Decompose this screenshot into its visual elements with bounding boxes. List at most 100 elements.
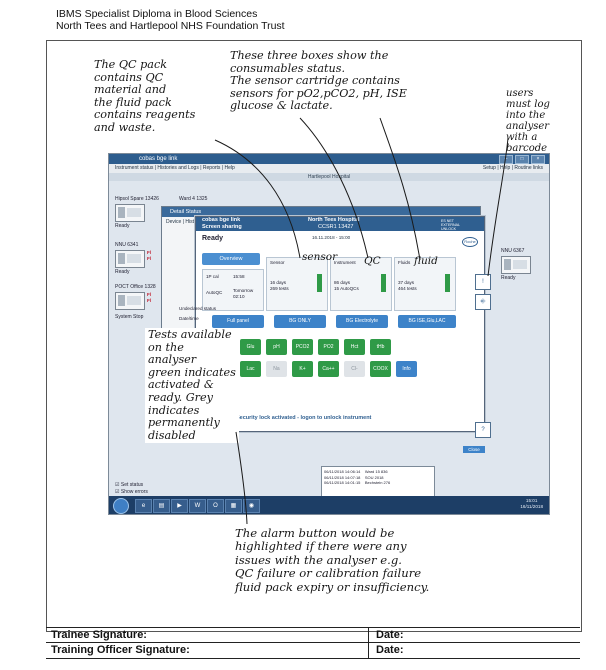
cobas-icon[interactable]: ◉ (243, 499, 260, 513)
trainee-signature-row: Trainee Signature: Date: (46, 627, 580, 643)
test-hct[interactable]: Hct (344, 339, 365, 355)
document-header-line-1: IBMS Specialist Diploma in Blood Science… (56, 8, 258, 20)
date-label-2: Date: (376, 644, 404, 656)
window-controls: – □ × (499, 155, 545, 164)
close-icon[interactable]: × (531, 155, 545, 164)
word-icon[interactable]: W (189, 499, 206, 513)
annotation-fluid-label: fluid (414, 255, 438, 267)
fluid-level-bar (445, 274, 450, 292)
officer-signature-label: Training Officer Signature: (51, 644, 190, 656)
row-divider (368, 643, 369, 658)
test-po2[interactable]: PO2 (318, 339, 339, 355)
instrument-state-5: Ready (501, 275, 516, 281)
document-header-line-2: North Tees and Hartlepool NHS Foundation… (56, 20, 285, 32)
taskbar-clock: 15:01 16/11/2018 (520, 498, 543, 510)
minimize-icon[interactable]: – (499, 155, 513, 164)
alert-label: Fl Fl (147, 250, 152, 261)
qc-level-bar (381, 274, 386, 292)
analyser-icon[interactable] (115, 292, 145, 310)
media-icon[interactable]: ▶ (171, 499, 188, 513)
app-title: cobas bge link (139, 156, 178, 162)
clock-text: 15:01 16/11/2018 (520, 498, 543, 509)
screen-sharing-title: cobas bge link Screen sharing (202, 217, 242, 230)
test-cl[interactable]: Cl- (344, 361, 365, 377)
panel-button-bg-ise[interactable]: BG ISE,Glu,LAC (398, 315, 456, 328)
qc-box-status: 86 days 15 AutoQCs (334, 280, 359, 291)
panel-button-bg-only[interactable]: BG ONLY (274, 315, 326, 328)
instrument-name-5[interactable]: NNU 6367 (501, 248, 525, 254)
test-ca[interactable]: Ca++ (318, 361, 339, 377)
test-k[interactable]: K+ (292, 361, 313, 377)
qc-box[interactable]: Instrument 86 days 15 AutoQCs (330, 257, 392, 311)
instrument-state-1: Ready (115, 223, 130, 229)
officer-signature-row: Training Officer Signature: Date: (46, 642, 580, 659)
cal-value-1: 15:58 (233, 274, 245, 279)
panel-button-full[interactable]: Full panel (212, 315, 264, 328)
sensor-level-bar (317, 274, 322, 292)
analyser-icon[interactable] (115, 204, 145, 222)
ie-icon[interactable]: e (135, 499, 152, 513)
annotation-tests: Tests available on the analyser green in… (145, 328, 239, 444)
test-coox[interactable]: COOX (370, 361, 391, 377)
alarm-button[interactable]: ! (475, 274, 491, 290)
close-button[interactable]: Close (463, 446, 485, 453)
test-na[interactable]: Na (266, 361, 287, 377)
date-label-1: Date: (376, 629, 404, 641)
app-icon[interactable]: ▦ (225, 499, 242, 513)
sensor-box-title: Sensor (270, 260, 285, 265)
annotation-qc-pack: The QC pack contains QC material and the… (94, 58, 196, 134)
hospital-bar: Hartlepool Hospital (109, 173, 549, 181)
main-hospital: North Tees Hospital (308, 217, 360, 223)
fluid-box-status: 37 days 464 tests (398, 280, 417, 291)
top-right-links[interactable]: Setup | Help | Routine links (482, 165, 543, 171)
help-button[interactable]: ? (475, 422, 491, 438)
cal-label-1: 1P cal (206, 274, 219, 279)
test-pco2[interactable]: PCO2 (292, 339, 313, 355)
right-info: ES NET EXTERNAL UNLOCK TEST (441, 219, 460, 235)
logon-button[interactable]: ⎆ (475, 294, 491, 310)
outlook-icon[interactable]: O (207, 499, 224, 513)
checkbox-set-status-label: Set status (120, 482, 144, 488)
test-lac[interactable]: Lac (240, 361, 261, 377)
security-lock-message: Security lock activated - logon to unloc… (236, 415, 372, 421)
date-filter[interactable]: Date/time (179, 316, 199, 321)
fluid-box[interactable]: Fluids 37 days 464 tests (394, 257, 456, 311)
sensor-box[interactable]: Sensor 16 days 269 tests (266, 257, 328, 311)
main-timestamp: 16.11.2018 - 15:00 (312, 235, 351, 240)
annotation-alarm: The alarm button would be highlighted if… (235, 526, 430, 594)
cal-label-2: AutoQC (206, 290, 223, 295)
start-button-icon[interactable] (113, 498, 129, 514)
checkbox-show-errors[interactable]: ☑ Show errors (115, 489, 148, 495)
test-ph[interactable]: pH (266, 339, 287, 355)
sensor-box-status: 16 days 269 tests (270, 280, 289, 291)
roche-logo: Roche (462, 237, 478, 247)
instrument-state-3: Ready (115, 269, 130, 275)
instrument-name-1[interactable]: Hipsol Spare 13426 (115, 196, 159, 202)
folder-icon[interactable]: ▤ (153, 499, 170, 513)
checkbox-set-status[interactable]: ☑ Set status (115, 482, 144, 488)
fluid-box-title: Fluids (398, 260, 411, 265)
undeclared-status: Undeclared status (179, 306, 217, 311)
instrument-name-3[interactable]: NNU 6341 (115, 242, 139, 248)
annotation-barcode: users must log into the analyser with a … (506, 88, 550, 154)
annotation-three-boxes: These three boxes show the consumables s… (230, 49, 407, 113)
instrument-name-2[interactable]: Ward 4 1325 (179, 196, 208, 202)
maximize-icon[interactable]: □ (515, 155, 529, 164)
alert-label: Fl Fl (147, 292, 152, 303)
panel-button-bg-electrolyte[interactable]: BG Electrolyte (336, 315, 388, 328)
info-button[interactable]: Info (396, 361, 417, 377)
instrument-name-4[interactable]: POCT Office 1328 (115, 284, 156, 290)
app-titlebar: cobas bge link – □ × (109, 154, 549, 164)
test-thb[interactable]: tHb (370, 339, 391, 355)
cal-value-2: Tomorrow 02:10 (233, 288, 254, 299)
trainee-signature-label: Trainee Signature: (51, 629, 147, 641)
analyser-icon[interactable] (501, 256, 531, 274)
annotation-sensor-label: sensor (302, 251, 338, 263)
status-ready: Ready (202, 235, 224, 242)
windows-taskbar: e ▤ ▶ W O ▦ ◉ 15:01 16/11/2018 (109, 496, 549, 514)
test-glu[interactable]: Glu (240, 339, 261, 355)
log-window[interactable]: 06/11/2018 14:06:14 Ward 15 836 06/11/20… (321, 466, 435, 500)
qc-box-title: Instrument (334, 260, 356, 265)
analyser-icon[interactable] (115, 250, 145, 268)
overview-tab[interactable]: Overview (202, 253, 260, 265)
